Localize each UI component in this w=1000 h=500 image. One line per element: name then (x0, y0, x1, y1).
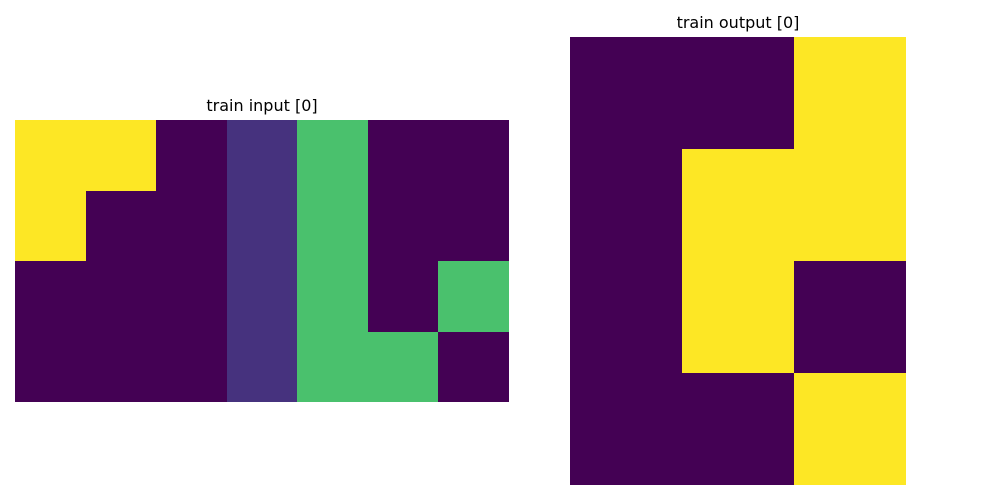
input-cell-r3-c5 (367, 331, 439, 402)
input-cell-r2-c3 (226, 261, 298, 332)
input-cell-r0-c4 (297, 120, 368, 191)
input-cell-r0-c2 (156, 120, 227, 191)
output-cell-r1-c1 (682, 149, 794, 261)
input-cell-r2-c6 (438, 261, 509, 332)
input-panel-title: train input [0] (206, 96, 318, 115)
input-cell-r3-c4 (297, 331, 368, 402)
input-cell-r0-c1 (85, 120, 157, 191)
input-cell-r3-c1 (85, 331, 157, 402)
output-cell-r2-c2 (794, 261, 906, 373)
input-cell-r2-c2 (156, 261, 227, 332)
output-grid (570, 37, 906, 485)
input-cell-r0-c0 (15, 120, 86, 191)
input-cell-r0-c5 (367, 120, 439, 191)
input-cell-r3-c2 (156, 331, 227, 402)
output-cell-r3-c0 (570, 373, 682, 485)
output-cell-r3-c1 (682, 373, 794, 485)
input-cell-r0-c3 (226, 120, 298, 191)
input-cell-r1-c4 (297, 190, 368, 261)
output-panel-title: train output [0] (676, 13, 800, 32)
output-cell-r1-c2 (794, 149, 906, 261)
output-cell-r0-c1 (682, 37, 794, 149)
output-cell-r2-c1 (682, 261, 794, 373)
input-cell-r3-c3 (226, 331, 298, 402)
output-cell-r0-c2 (794, 37, 906, 149)
input-cell-r3-c6 (438, 331, 509, 402)
input-cell-r1-c0 (15, 190, 86, 261)
input-cell-r1-c1 (85, 190, 157, 261)
input-cell-r1-c5 (367, 190, 439, 261)
input-cell-r0-c6 (438, 120, 509, 191)
output-cell-r3-c2 (794, 373, 906, 485)
output-cell-r2-c0 (570, 261, 682, 373)
input-cell-r2-c1 (85, 261, 157, 332)
input-cell-r1-c3 (226, 190, 298, 261)
output-cell-r1-c0 (570, 149, 682, 261)
input-grid (15, 120, 509, 402)
input-cell-r2-c0 (15, 261, 86, 332)
input-cell-r1-c6 (438, 190, 509, 261)
input-cell-r3-c0 (15, 331, 86, 402)
output-cell-r0-c0 (570, 37, 682, 149)
input-cell-r2-c5 (367, 261, 439, 332)
input-cell-r1-c2 (156, 190, 227, 261)
input-cell-r2-c4 (297, 261, 368, 332)
